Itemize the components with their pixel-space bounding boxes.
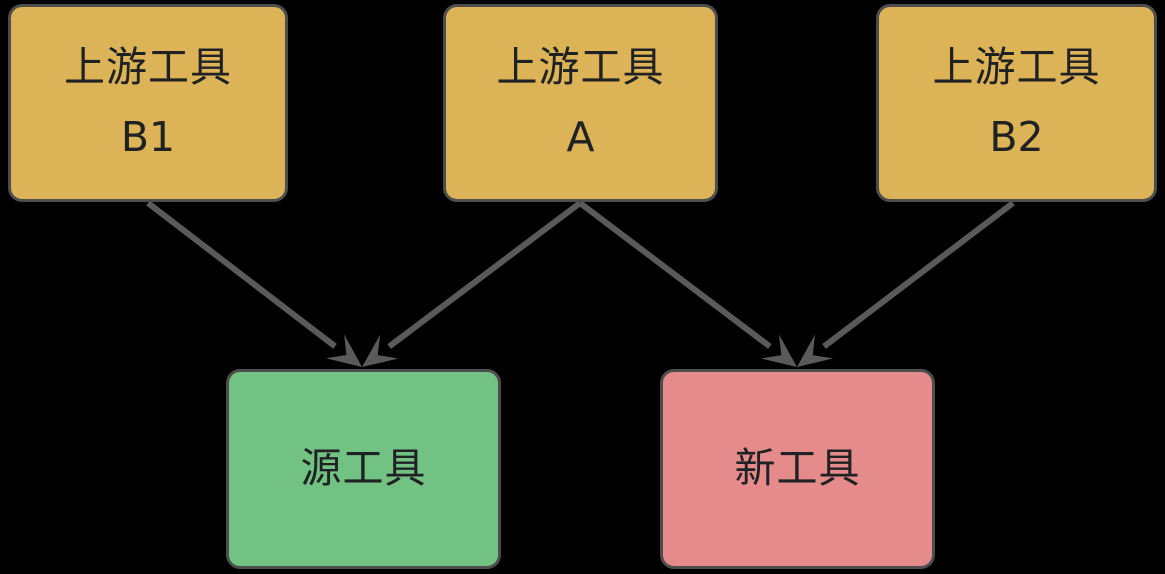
node-upstream-a-sublabel: A — [566, 113, 595, 161]
arrow-head-e1 — [325, 334, 362, 367]
node-source-tool[interactable]: 源工具 — [226, 369, 501, 569]
node-upstream-b1-sublabel: B1 — [120, 113, 176, 161]
node-upstream-a[interactable]: 上游工具 A — [443, 4, 718, 202]
arrow-shaft-e3 — [578, 200, 772, 349]
node-upstream-b2-title: 上游工具 — [932, 43, 1101, 92]
arrow-head-e2 — [362, 334, 399, 367]
node-upstream-b2-sublabel: B2 — [989, 113, 1044, 161]
arrow-shaft-e4 — [822, 200, 1015, 349]
arrow-shaft-e2 — [387, 200, 582, 349]
arrow-head-e3 — [760, 334, 797, 367]
node-upstream-b2[interactable]: 上游工具 B2 — [876, 4, 1157, 202]
node-new-tool[interactable]: 新工具 — [660, 369, 935, 569]
arrow-shaft-e1 — [146, 200, 337, 349]
node-new-tool-title: 新工具 — [734, 444, 861, 493]
node-upstream-a-title: 上游工具 — [496, 43, 665, 92]
node-upstream-b1[interactable]: 上游工具 B1 — [8, 4, 288, 202]
node-source-tool-title: 源工具 — [300, 444, 427, 493]
arrow-head-e4 — [797, 334, 834, 367]
node-upstream-b1-title: 上游工具 — [64, 43, 232, 92]
